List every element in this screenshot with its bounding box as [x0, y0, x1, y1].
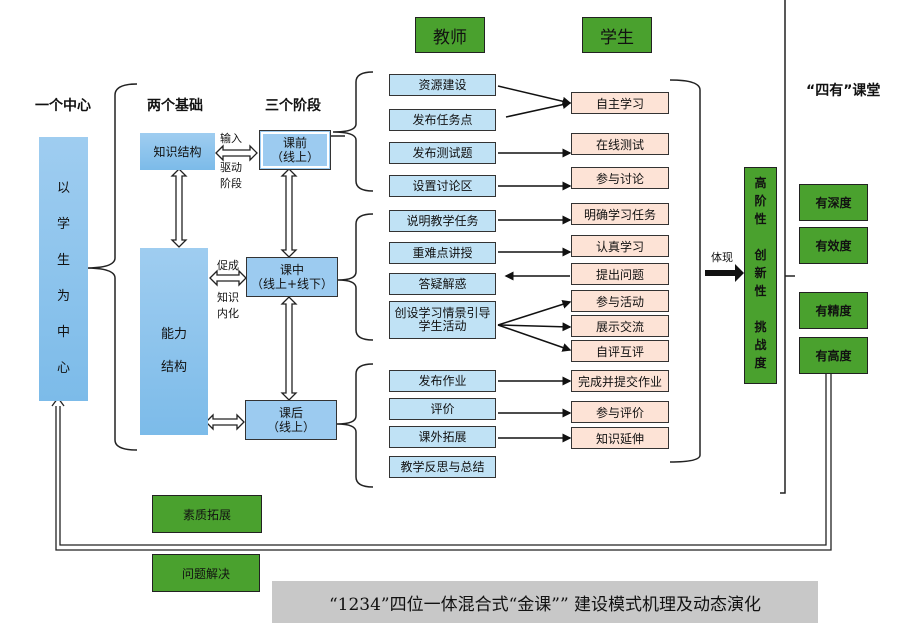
brace-in	[337, 213, 374, 341]
hollow-arrow-ks-ab	[170, 168, 188, 248]
student-item: 参与讨论	[571, 167, 669, 189]
label-internalize: 内化	[217, 307, 239, 320]
stage-pre-name: 课前	[282, 136, 307, 150]
student-item: 自主学习	[571, 92, 669, 114]
student-item: 参与评价	[571, 401, 669, 423]
feedback-loop	[59, 372, 827, 546]
quality-char: 创	[754, 248, 767, 262]
label-stage: 阶段	[220, 177, 242, 190]
student-item: 知识延伸	[571, 427, 669, 449]
teacher-item: 发布作业	[389, 370, 496, 392]
stage-post-name: 课后	[278, 406, 303, 420]
student-center-box: 以 学 生 为 中 心	[39, 137, 88, 401]
stage-pre: 课前 （线上）	[259, 130, 331, 170]
teacher-item: 说明教学任务	[389, 210, 496, 232]
brace-pre	[332, 71, 374, 192]
stage-post-mode: （线上）	[266, 420, 315, 434]
bracket-students	[669, 79, 701, 463]
teacher-item: 评价	[389, 398, 496, 420]
stage-in-name: 课中	[279, 263, 304, 277]
quality-expansion-box: 素质拓展	[152, 495, 262, 533]
stage-in-mode: （线上+线下）	[250, 277, 334, 291]
ability-structure-box: 能力 结构	[140, 248, 208, 435]
brace-post	[336, 363, 374, 488]
bracket-four	[780, 0, 786, 494]
quality-char: 度	[754, 356, 767, 370]
student-item: 在线测试	[571, 133, 669, 155]
teacher-item: 课外拓展	[389, 426, 496, 448]
quality-char: 性	[754, 212, 767, 226]
four-item-height: 有高度	[799, 337, 868, 374]
center-char: 为	[56, 289, 70, 304]
student-item: 认真学习	[571, 235, 669, 257]
teacher-header: 教师	[415, 17, 485, 53]
stage-pre-mode: （线上）	[270, 150, 319, 164]
knowledge-structure-box: 知识结构	[140, 133, 215, 170]
label-promote: 促成	[217, 259, 239, 272]
diagram-caption: “1234”四位一体混合式“金课”” 建设模式机理及动态演化	[272, 581, 818, 623]
hollow-arrow-ks-pre	[215, 144, 258, 162]
center-char: 学	[56, 217, 70, 232]
student-item: 完成并提交作业	[571, 370, 669, 392]
student-item: 明确学习任务	[571, 203, 669, 225]
four-item-effectiveness: 有效度	[799, 227, 868, 264]
student-item: 展示交流	[571, 315, 669, 337]
center-char: 心	[56, 361, 70, 376]
center-char: 以	[56, 181, 70, 196]
label-drive: 驱动	[220, 161, 242, 174]
ability-label-1: 能力	[160, 327, 187, 342]
problem-solving-box: 问题解决	[152, 554, 260, 592]
hollow-arrow-ab-in	[209, 269, 247, 287]
student-item: 自评互评	[571, 340, 669, 362]
header-center: 一个中心	[35, 98, 91, 114]
hollow-arrow-in-post	[280, 296, 298, 401]
label-embody: 体现	[711, 251, 733, 264]
quality-char: 战	[754, 338, 767, 352]
student-header: 学生	[582, 17, 652, 53]
teacher-item: 资源建设	[389, 74, 496, 96]
center-char: 生	[56, 253, 70, 268]
qualities-box: 高 阶 性 创 新 性 挑 战 度	[744, 167, 777, 384]
teacher-item: 教学反思与总结	[389, 456, 496, 478]
teacher-item: 答疑解惑	[389, 273, 496, 295]
center-char: 中	[56, 325, 70, 340]
student-item: 参与活动	[571, 290, 669, 312]
teacher-item: 发布任务点	[389, 109, 496, 131]
four-item-precision: 有精度	[799, 292, 868, 329]
quality-char: 性	[754, 284, 767, 298]
student-item: 提出问题	[571, 263, 669, 285]
header-four-classroom: “四有”课堂	[806, 83, 881, 99]
teacher-item: 发布测试题	[389, 142, 496, 164]
stage-post: 课后 （线上）	[245, 400, 337, 440]
teacher-item: 重难点讲授	[389, 242, 496, 264]
label-input: 输入	[220, 132, 242, 145]
hollow-arrow-ab-post	[205, 413, 245, 431]
brace-main	[84, 83, 138, 451]
header-foundations: 两个基础	[147, 98, 203, 114]
quality-char: 新	[754, 266, 767, 280]
quality-char: 阶	[754, 194, 767, 208]
hollow-arrow-pre-in	[280, 168, 298, 258]
teacher-item: 设置讨论区	[389, 175, 496, 197]
teacher-item: 创设学习情景引导学生活动	[389, 301, 496, 339]
stage-in: 课中 （线上+线下）	[246, 257, 338, 297]
four-item-depth: 有深度	[799, 184, 868, 221]
header-stages: 三个阶段	[265, 98, 321, 114]
embody-arrow	[705, 264, 744, 282]
ability-label-2: 结构	[160, 360, 187, 375]
quality-char: 高	[754, 176, 767, 190]
quality-char: 挑	[754, 320, 767, 334]
label-knowledge: 知识	[217, 291, 239, 304]
